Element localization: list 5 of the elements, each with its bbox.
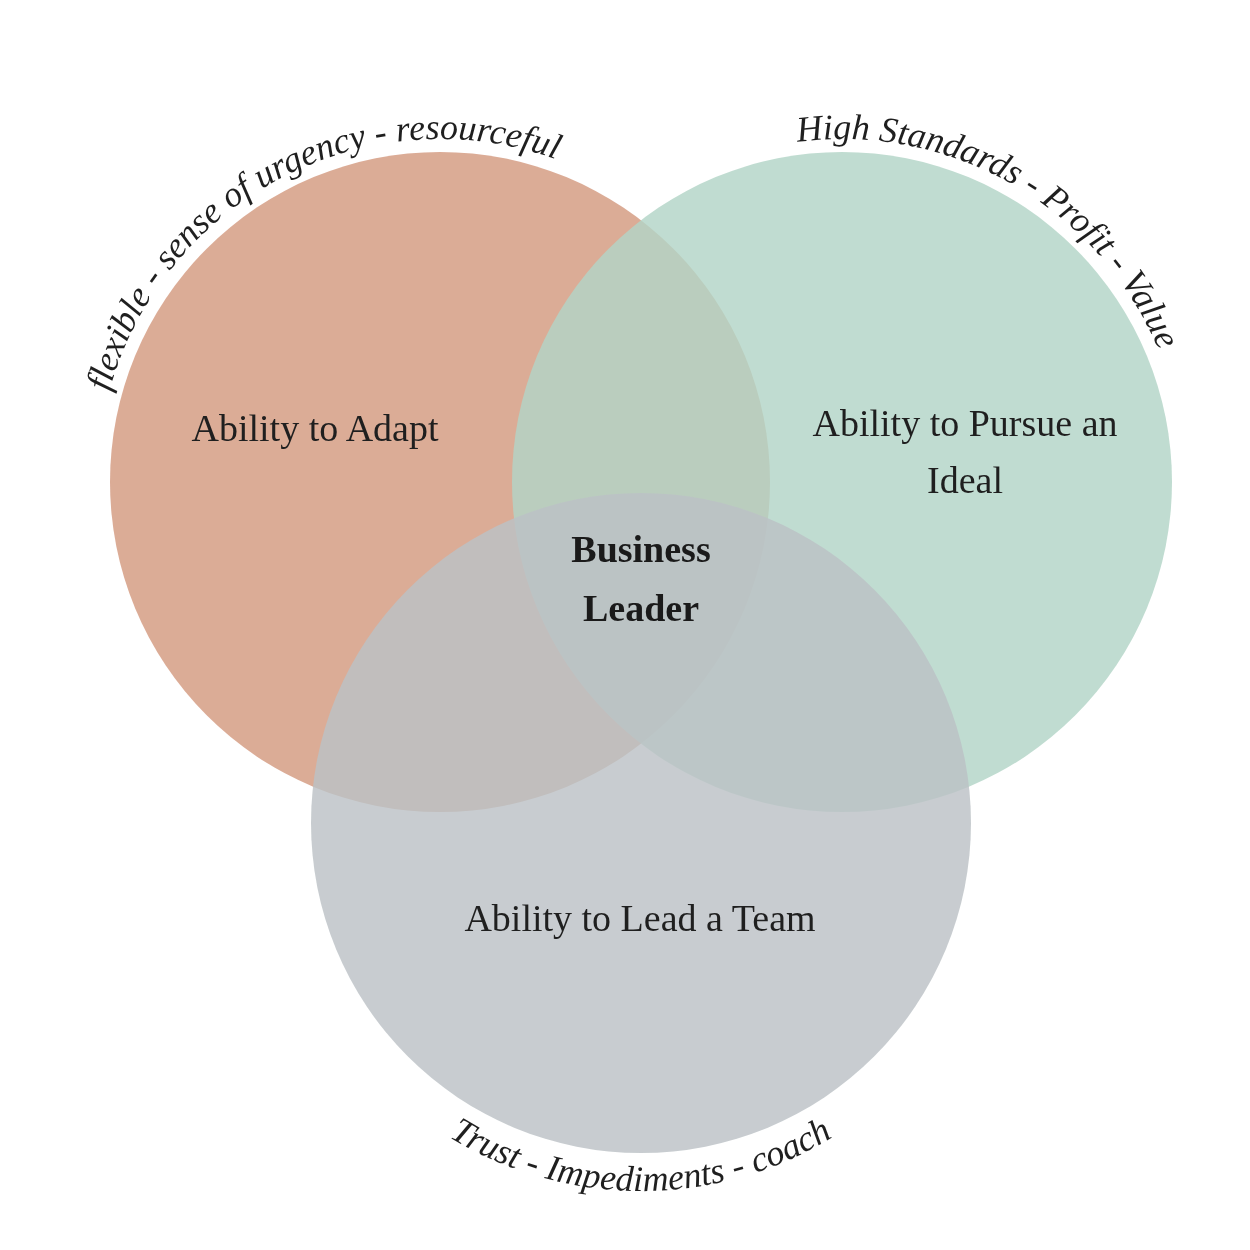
circle-label: Ability to Adapt: [190, 406, 440, 451]
circle-label: Ability to Pursue an Ideal: [811, 401, 1119, 503]
curved-caption: Trust - Impediments - coach: [444, 1109, 838, 1200]
center-label: Business Leader: [570, 527, 712, 631]
circle-label: Ability to Lead a Team: [463, 896, 817, 941]
